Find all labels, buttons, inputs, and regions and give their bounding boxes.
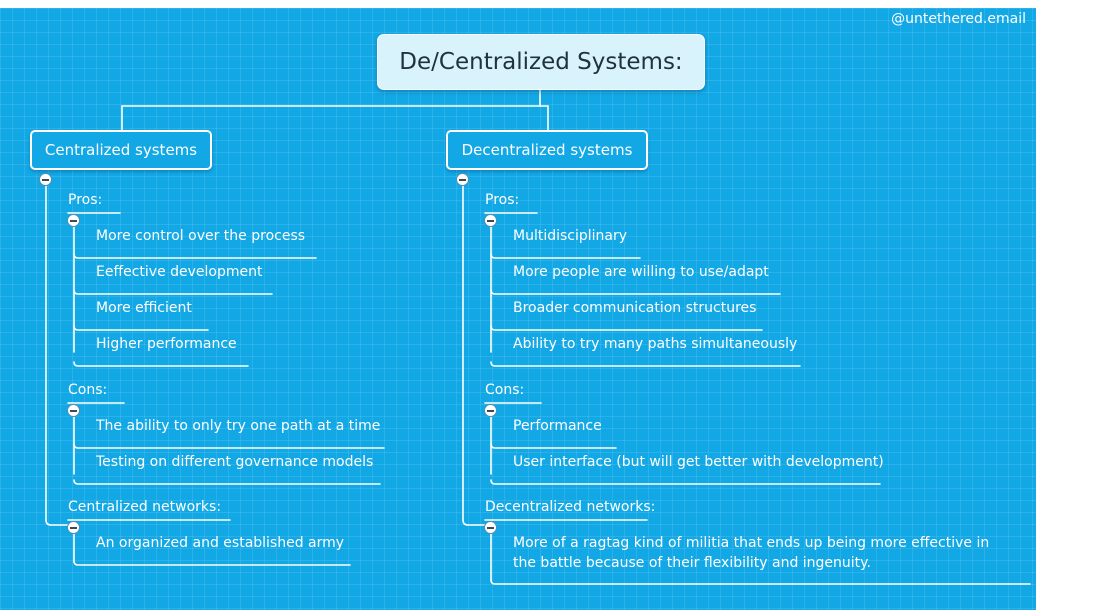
collapse-toggle-icon[interactable] bbox=[68, 215, 79, 226]
decentralized-networks-label[interactable]: Decentralized networks: bbox=[485, 499, 656, 515]
centralized-pros-label[interactable]: Pros: bbox=[68, 192, 103, 208]
branch-decentralized-systems[interactable]: Decentralized systems bbox=[446, 130, 648, 170]
centralized-pros-item[interactable]: More control over the process bbox=[96, 228, 306, 244]
collapse-toggle-icon[interactable] bbox=[40, 174, 51, 185]
centralized-pros-item[interactable]: More efficient bbox=[96, 300, 192, 316]
decentralized-cons-item[interactable]: Performance bbox=[513, 418, 602, 434]
connector-line bbox=[490, 253, 641, 259]
decentralized-pros-item[interactable]: More people are willing to use/adapt bbox=[513, 264, 769, 280]
centralized-cons-item[interactable]: Testing on different governance models bbox=[96, 454, 374, 470]
connector-line bbox=[73, 361, 249, 367]
watermark: @untethered.email bbox=[891, 11, 1026, 27]
decentralized-networks-item[interactable]: More of a ragtag kind of militia that en… bbox=[513, 535, 990, 571]
connector-line bbox=[490, 479, 881, 485]
connector-lines bbox=[45, 87, 1031, 585]
decentralized-pros-item[interactable]: Multidisciplinary bbox=[513, 228, 628, 244]
decentralized-cons-label[interactable]: Cons: bbox=[485, 382, 525, 398]
connector-line bbox=[490, 325, 763, 331]
collapse-toggle-icon[interactable] bbox=[68, 405, 79, 416]
collapse-toggle-icon[interactable] bbox=[485, 215, 496, 226]
centralized-pros-item[interactable]: Higher performance bbox=[96, 336, 237, 352]
centralized-cons-item[interactable]: The ability to only try one path at a ti… bbox=[96, 418, 381, 434]
connector-line bbox=[73, 325, 209, 331]
connector-line bbox=[73, 253, 317, 259]
centralized-networks-label[interactable]: Centralized networks: bbox=[68, 499, 222, 515]
collapse-toggle-icon[interactable] bbox=[457, 174, 468, 185]
mind-map-canvas: @untethered.email De/Centralized Systems… bbox=[0, 8, 1036, 610]
connector-line bbox=[490, 361, 801, 367]
collapse-toggle-icon[interactable] bbox=[485, 405, 496, 416]
connector-line bbox=[73, 479, 381, 485]
centralized-pros-item[interactable]: Eeffective development bbox=[96, 264, 263, 280]
centralized-networks-item[interactable]: An organized and established army bbox=[96, 535, 345, 551]
connector-line bbox=[45, 178, 69, 526]
decentralized-cons-item[interactable]: User interface (but will get better with… bbox=[513, 454, 884, 470]
root-topic[interactable]: De/Centralized Systems: bbox=[377, 34, 705, 90]
connector-line bbox=[490, 289, 781, 295]
connector-line bbox=[73, 560, 351, 566]
connector-line bbox=[121, 87, 541, 131]
connector-line bbox=[73, 289, 273, 295]
connector-line bbox=[490, 579, 1031, 585]
decentralized-pros-label[interactable]: Pros: bbox=[485, 192, 520, 208]
connector-line bbox=[462, 178, 486, 526]
collapse-toggle-icon[interactable] bbox=[68, 522, 79, 533]
collapse-toggle-icon[interactable] bbox=[485, 522, 496, 533]
centralized-cons-label[interactable]: Cons: bbox=[68, 382, 108, 398]
connector-line bbox=[73, 443, 385, 449]
connector-line bbox=[539, 105, 549, 131]
decentralized-pros-item[interactable]: Broader communication structures bbox=[513, 300, 757, 316]
branch-centralized-systems[interactable]: Centralized systems bbox=[30, 130, 212, 170]
connector-line bbox=[490, 443, 617, 449]
decentralized-pros-item[interactable]: Ability to try many paths simultaneously bbox=[513, 336, 798, 352]
